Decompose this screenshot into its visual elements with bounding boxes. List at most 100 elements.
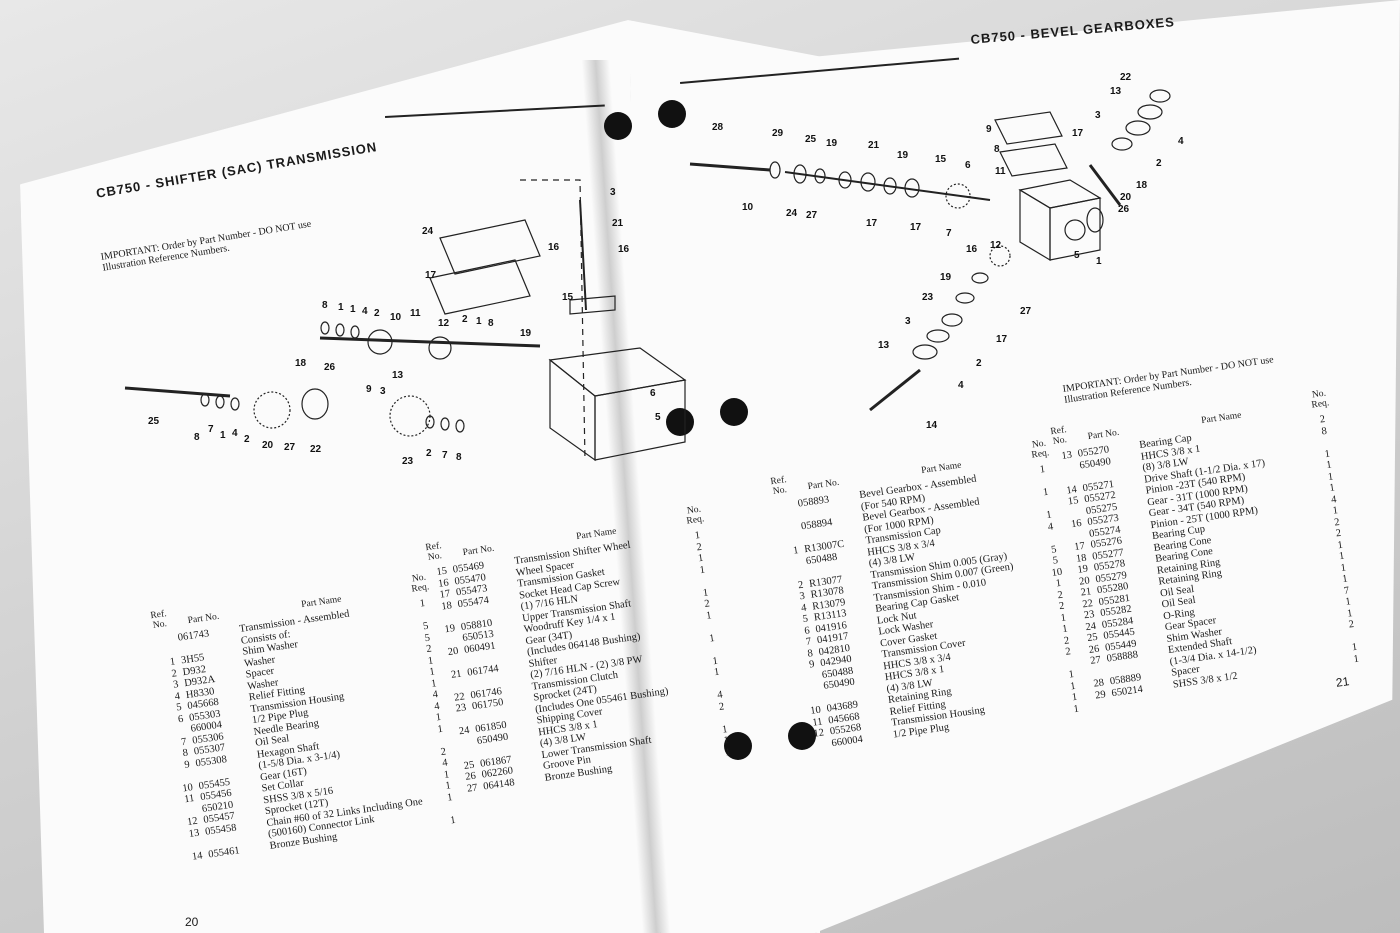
callout-label: 1 [220, 430, 226, 441]
callout-label: 11 [995, 166, 1006, 177]
col-qty: No. Req. [1310, 388, 1330, 411]
callout-label: 2 [976, 358, 982, 369]
callout-label: 18 [1136, 180, 1148, 191]
left-diagram-callouts: 3 24 21 16 16 17 15 8 1 1 4 2 10 11 12 2… [148, 187, 661, 467]
callout-label: 17 [1072, 128, 1084, 139]
callout-label: 27 [1020, 306, 1032, 317]
callout-label: 14 [926, 420, 938, 431]
callout-label: 15 [935, 154, 947, 165]
callout-label: 20 [1120, 192, 1132, 203]
callout-label: 29 [772, 128, 784, 139]
left-parts-table-1: Ref. No. Part No. Part Name No. Req. 061… [145, 572, 466, 865]
callout-label: 21 [868, 140, 880, 151]
callout-label: 7 [442, 450, 448, 461]
callout-label: 25 [148, 416, 160, 427]
housing-top [548, 347, 687, 397]
callout-label: 24 [786, 208, 798, 219]
callout-label: 12 [438, 318, 450, 329]
col-qty: No. Req. [685, 504, 705, 527]
callout-label: 8 [994, 144, 1000, 155]
callout-label: 11 [410, 308, 421, 319]
callout-label: 3 [905, 316, 911, 327]
callout-label: 3 [380, 386, 386, 397]
callout-label: 17 [910, 222, 922, 233]
col-ref: Ref. No. [424, 541, 443, 563]
callout-label: 8 [456, 452, 462, 463]
callout-label: 23 [922, 292, 934, 303]
col-ref: Ref. No. [149, 609, 168, 631]
callout-label: 4 [958, 380, 964, 391]
callout-label: 10 [742, 202, 754, 213]
callout-label: 20 [262, 440, 274, 451]
callout-label: 6 [650, 388, 656, 399]
callout-label: 19 [826, 138, 838, 149]
callout-label: 8 [488, 318, 494, 329]
callout-label: 5 [1074, 250, 1080, 261]
housing-front [549, 358, 596, 462]
callout-label: 3 [1095, 110, 1101, 121]
callout-label: 5 [655, 412, 661, 423]
right-exploded-diagram: 22 13 3 4 17 2 28 29 25 19 21 19 15 6 9 … [689, 72, 1184, 431]
callout-label: 15 [562, 292, 574, 303]
callout-label: 25 [805, 134, 817, 145]
callout-label: 9 [986, 124, 992, 135]
callout-label: 3 [610, 187, 616, 198]
col-ref: Ref. No. [769, 475, 788, 497]
callout-label: 1 [1096, 256, 1102, 267]
callout-label: 13 [392, 370, 404, 381]
callout-label: 12 [990, 240, 1002, 251]
callout-label: 1 [338, 302, 344, 313]
callout-label: 18 [295, 358, 307, 369]
shipping-cover-plate [439, 219, 541, 275]
callout-label: 16 [618, 244, 630, 255]
col-ref: Ref. No. [1049, 425, 1068, 447]
callout-label: 2 [1156, 158, 1162, 169]
callout-label: 19 [940, 272, 952, 283]
binder-hole [604, 112, 632, 140]
callout-label: 4 [362, 306, 368, 317]
binder-hole [666, 408, 694, 436]
callout-label: 19 [897, 150, 909, 161]
callout-label: 27 [806, 210, 818, 221]
parts-table: Ref. No. Part No. Part Name No. Req. 061… [145, 572, 466, 865]
callout-label: 2 [426, 448, 432, 459]
housing-side [594, 379, 686, 461]
parts-table: Ref. No. Part No. Part Name No. Req. 058… [765, 438, 1089, 753]
callout-label: 4 [1178, 136, 1184, 147]
callout-label: 8 [194, 432, 200, 443]
callout-label: 4 [232, 428, 238, 439]
callout-label: 13 [878, 340, 890, 351]
callout-label: 21 [612, 218, 624, 229]
callout-label: 22 [1120, 72, 1132, 83]
callout-label: 22 [310, 444, 322, 455]
callout-label: 17 [996, 334, 1008, 345]
callout-label: 26 [1118, 204, 1130, 215]
gasket-plate [429, 259, 531, 315]
callout-label: 27 [284, 442, 296, 453]
callout-label: 1 [476, 316, 482, 327]
binder-hole [658, 100, 686, 128]
left-page-number: 20 [185, 915, 199, 929]
binder-hole [788, 722, 816, 750]
callout-label: 10 [390, 312, 402, 323]
callout-label: 16 [548, 242, 560, 253]
callout-label: 23 [402, 456, 414, 467]
binder-hole [724, 732, 752, 760]
right-parts-table-1: Ref. No. Part No. Part Name No. Req. 058… [765, 438, 1089, 753]
callout-label: 17 [425, 270, 437, 281]
callout-label: 16 [966, 244, 978, 255]
callout-label: 2 [244, 434, 250, 445]
right-diagram-callouts: 22 13 3 4 17 2 28 29 25 19 21 19 15 6 9 … [712, 72, 1184, 431]
callout-label: 9 [366, 384, 372, 395]
binder-hole [720, 398, 748, 426]
callout-label: 28 [712, 122, 724, 133]
callout-label: 7 [208, 424, 214, 435]
callout-label: 7 [946, 228, 952, 239]
callout-label: 2 [374, 308, 380, 319]
callout-label: 6 [965, 160, 971, 171]
callout-label: 24 [422, 226, 434, 237]
